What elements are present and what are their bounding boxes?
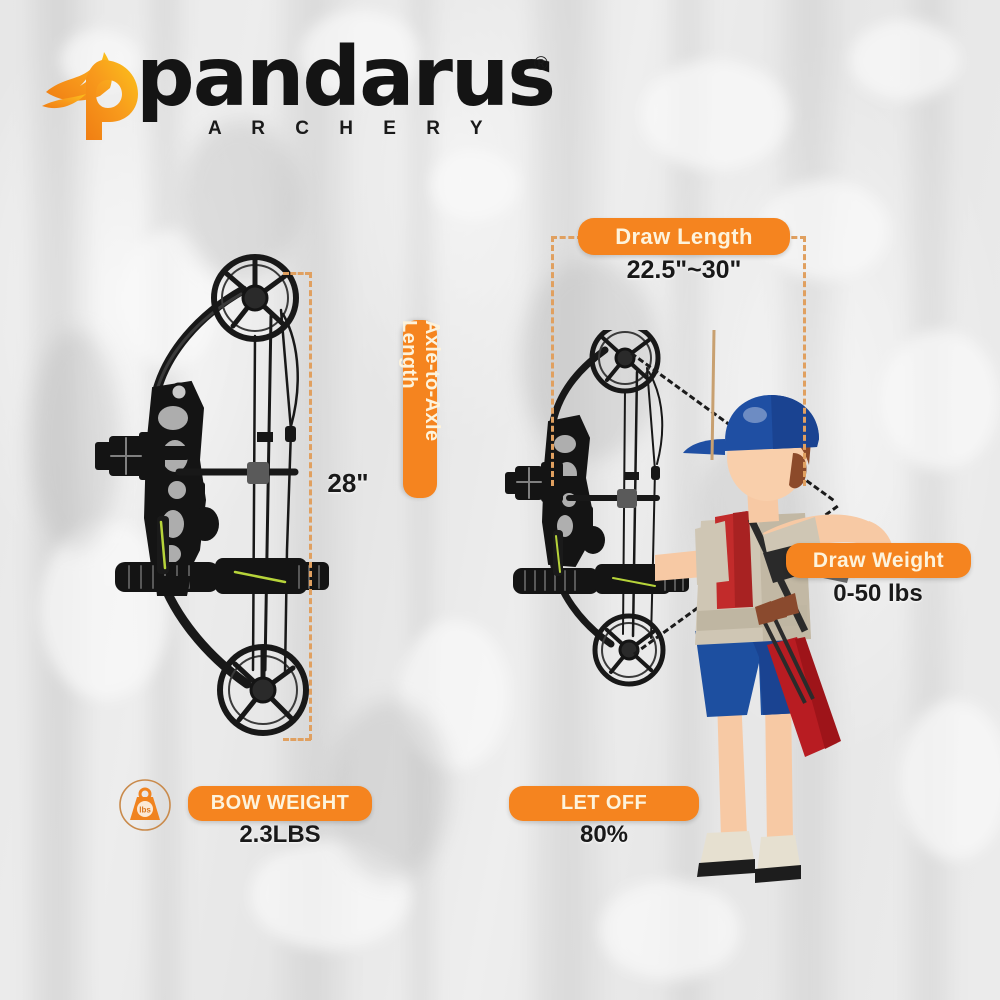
axle-to-axle-badge[interactable]: Axle-to-Axle Length xyxy=(398,320,443,498)
weight-lbs-icon: lbs xyxy=(118,778,172,832)
let-off-value: 80% xyxy=(579,821,629,848)
draw-weight-value: 0-50 lbs xyxy=(833,580,923,607)
bow-weight-value: 2.3LBS xyxy=(239,821,321,848)
bow-right-drawn xyxy=(505,330,705,690)
draw-length-right-line xyxy=(803,236,806,486)
bow-left-at-rest xyxy=(95,250,330,750)
archer-illustration xyxy=(655,395,955,935)
brand-tagline: A R C H E R Y xyxy=(208,118,496,139)
registered-mark: ® xyxy=(534,54,548,75)
axle-bracket-bottom xyxy=(283,738,311,741)
bow-string-upper xyxy=(700,330,730,460)
draw-length-bracket-top-left xyxy=(551,236,583,239)
axle-bracket-top xyxy=(283,272,311,275)
draw-length-bracket-top-right xyxy=(774,236,806,239)
let-off-badge[interactable]: LET OFF xyxy=(509,786,699,821)
draw-weight-badge[interactable]: Draw Weight xyxy=(786,543,971,578)
draw-length-value: 22.5"~30" xyxy=(626,256,742,284)
brand-logo: pandarus ® A R C H E R Y xyxy=(40,30,556,140)
draw-length-left-line xyxy=(551,236,554,486)
draw-length-badge[interactable]: Draw Length xyxy=(578,218,790,255)
flame-p-logo-icon xyxy=(40,48,160,140)
bow-weight-badge[interactable]: BOW WEIGHT xyxy=(188,786,372,821)
axle-bracket-line xyxy=(309,272,312,740)
axle-to-axle-value: 28" xyxy=(327,468,369,498)
brand-name: pandarus xyxy=(136,30,556,125)
svg-text:lbs: lbs xyxy=(139,806,151,815)
